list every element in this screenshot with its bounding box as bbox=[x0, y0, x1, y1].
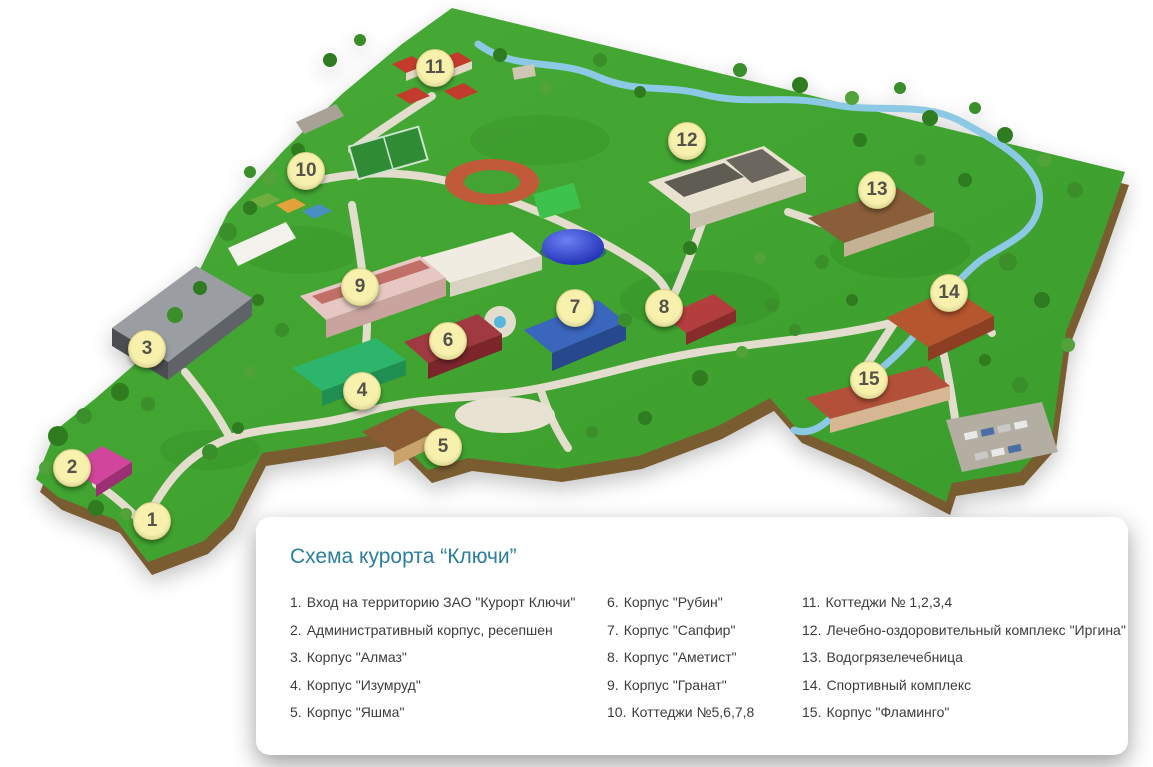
legend-item-label: Административный корпус, ресепшен bbox=[306, 621, 553, 638]
legend-item-10: 10.Коттеджи №5,6,7,8 bbox=[607, 699, 802, 727]
legend-panel: Схема курорта “Ключи” 1.Вход на территор… bbox=[256, 517, 1128, 755]
legend-item-label: Корпус "Гранат" bbox=[623, 676, 727, 693]
building-13-mud-bath-clinic bbox=[808, 188, 934, 257]
legend-item-number: 3. bbox=[290, 649, 302, 665]
legend-item-11: 11.Коттеджи № 1,2,3,4 bbox=[802, 589, 1102, 617]
cottages-5-6-7-8 bbox=[250, 193, 332, 219]
legend-item-label: Спортивный комплекс bbox=[826, 676, 972, 693]
legend-item-8: 8.Корпус "Аметист" bbox=[607, 644, 802, 672]
stadium-track bbox=[445, 159, 539, 205]
legend-item-13: 13.Водогрязелечебница bbox=[802, 644, 1102, 672]
map-marker-5[interactable]: 5 bbox=[424, 428, 462, 466]
legend-item-number: 1. bbox=[290, 594, 302, 610]
legend-item-label: Корпус "Аметист" bbox=[623, 649, 737, 665]
legend-item-label: Вход на территорию ЗАО "Курорт Ключи" bbox=[306, 594, 576, 610]
legend-item-2: 2.Административный корпус, ресепшен bbox=[290, 617, 607, 645]
legend-title: Схема курорта “Ключи” bbox=[290, 545, 517, 568]
legend-item-label: Коттеджи №5,6,7,8 bbox=[631, 704, 755, 720]
map-marker-4[interactable]: 4 bbox=[343, 372, 381, 410]
legend-item-number: 4. bbox=[290, 676, 302, 693]
map-marker-10[interactable]: 10 bbox=[287, 152, 325, 190]
legend-item-number: 5. bbox=[290, 704, 302, 720]
legend-columns: 1.Вход на территорию ЗАО "Курорт Ключи"2… bbox=[290, 589, 1126, 727]
legend-item-label: Коттеджи № 1,2,3,4 bbox=[825, 594, 953, 610]
bridge bbox=[512, 64, 536, 80]
playground-area bbox=[455, 397, 555, 433]
map-marker-15[interactable]: 15 bbox=[850, 361, 888, 399]
legend-item-number: 13. bbox=[802, 649, 822, 665]
legend-item-12: 12.Лечебно-оздоровительный комплекс "Ирг… bbox=[802, 617, 1126, 645]
legend-item-number: 2. bbox=[290, 621, 302, 638]
map-marker-9[interactable]: 9 bbox=[341, 268, 379, 306]
blue-dome-arena bbox=[540, 229, 606, 265]
legend-item-6: 6.Корпус "Рубин" bbox=[607, 589, 802, 617]
legend-item-number: 11. bbox=[802, 594, 821, 610]
map-marker-1[interactable]: 1 bbox=[133, 502, 171, 540]
legend-column-2: 6.Корпус "Рубин"7.Корпус "Сапфир"8.Корпу… bbox=[607, 589, 802, 727]
map-marker-3[interactable]: 3 bbox=[128, 330, 166, 368]
legend-item-number: 7. bbox=[607, 621, 619, 638]
parking-lot bbox=[946, 402, 1058, 472]
legend-item-number: 9. bbox=[607, 676, 619, 693]
legend-item-number: 15. bbox=[802, 704, 822, 720]
map-marker-13[interactable]: 13 bbox=[858, 171, 896, 209]
legend-item-5: 5.Корпус "Яшма" bbox=[290, 699, 607, 727]
tennis-court bbox=[347, 125, 429, 181]
map-marker-12[interactable]: 12 bbox=[668, 122, 706, 160]
legend-item-label: Корпус "Фламинго" bbox=[826, 704, 950, 720]
legend-item-label: Корпус "Яшма" bbox=[306, 704, 405, 720]
legend-item-label: Корпус "Рубин" bbox=[623, 594, 723, 610]
legend-item-9: 9.Корпус "Гранат" bbox=[607, 672, 802, 700]
map-marker-8[interactable]: 8 bbox=[645, 289, 683, 327]
legend-item-number: 10. bbox=[607, 704, 627, 720]
building-8-ametist bbox=[664, 294, 736, 345]
legend-item-1: 1.Вход на территорию ЗАО "Курорт Ключи" bbox=[290, 589, 607, 617]
legend-item-number: 12. bbox=[802, 621, 822, 638]
legend-item-7: 7.Корпус "Сапфир" bbox=[607, 617, 802, 645]
legend-item-label: Корпус "Сапфир" bbox=[623, 621, 736, 638]
legend-item-number: 8. bbox=[607, 649, 619, 665]
sports-field bbox=[533, 182, 581, 220]
map-marker-11[interactable]: 11 bbox=[416, 49, 454, 87]
building-12-irgina-complex bbox=[648, 146, 806, 230]
utility-building bbox=[296, 104, 344, 134]
map-marker-14[interactable]: 14 bbox=[930, 274, 968, 312]
legend-item-3: 3.Корпус "Алмаз" bbox=[290, 644, 607, 672]
legend-item-label: Водогрязелечебница bbox=[826, 649, 963, 665]
map-marker-6[interactable]: 6 bbox=[429, 322, 467, 360]
legend-item-label: Лечебно-оздоровительный комплекс "Иргина… bbox=[826, 621, 1126, 638]
legend-column-1: 1.Вход на территорию ЗАО "Курорт Ключи"2… bbox=[290, 589, 607, 727]
building-14-sport-complex bbox=[886, 288, 994, 361]
map-marker-2[interactable]: 2 bbox=[53, 449, 91, 487]
legend-item-15: 15.Корпус "Фламинго" bbox=[802, 699, 1102, 727]
map-marker-7[interactable]: 7 bbox=[556, 289, 594, 327]
legend-item-number: 6. bbox=[607, 594, 619, 610]
legend-item-4: 4.Корпус "Изумруд" bbox=[290, 672, 607, 700]
legend-item-label: Корпус "Изумруд" bbox=[306, 676, 421, 693]
legend-item-14: 14.Спортивный комплекс bbox=[802, 672, 1102, 700]
greenhouse bbox=[228, 222, 296, 266]
legend-item-label: Корпус "Алмаз" bbox=[306, 649, 407, 665]
legend-item-number: 14. bbox=[802, 676, 822, 693]
